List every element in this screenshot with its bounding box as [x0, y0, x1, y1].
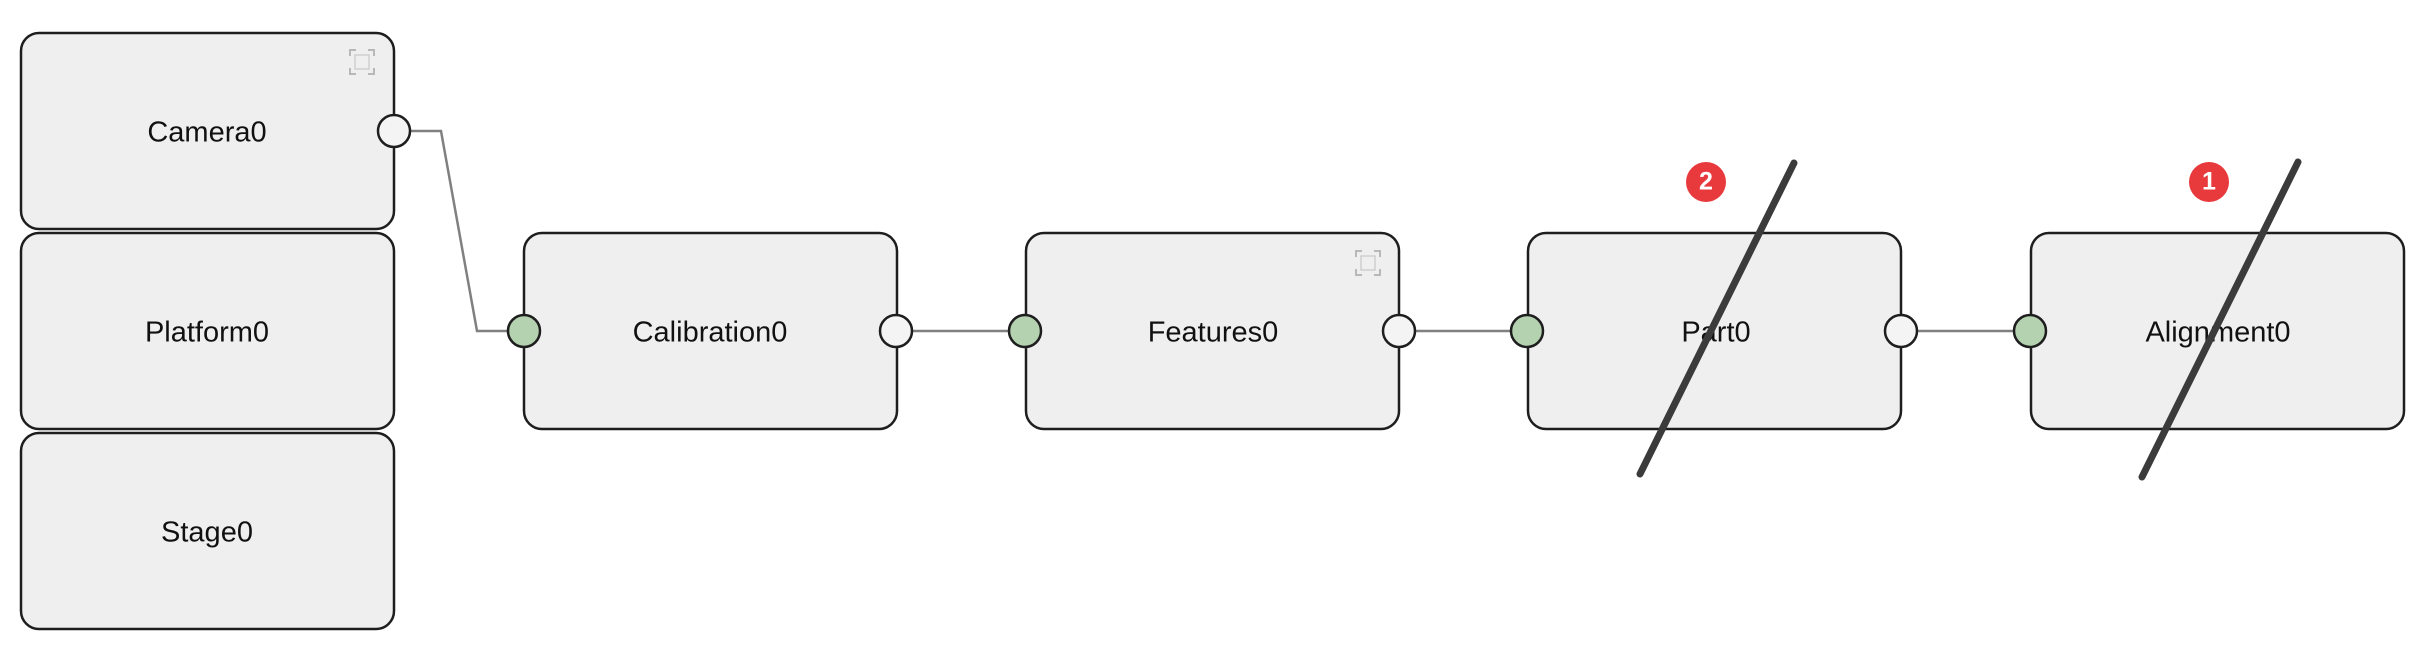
connector-camera-to-calibration: [394, 129, 524, 333]
node-platform[interactable]: Platform0: [19, 231, 396, 431]
disabled-strike-icon: [1636, 159, 1798, 478]
node-part[interactable]: Part0 2: [1509, 159, 1919, 478]
node-stage-body[interactable]: [19, 431, 396, 631]
node-part-input-port[interactable]: [1509, 313, 1545, 349]
node-features-output-port[interactable]: [1381, 313, 1417, 349]
disabled-strike-icon: [2138, 158, 2302, 481]
node-stage-label: Stage0: [161, 517, 253, 549]
badge-circle: [2189, 162, 2229, 202]
node-alignment-badge-count: 1: [2202, 168, 2216, 196]
node-part-badge: 2: [1686, 162, 1726, 202]
node-part-badge-count: 2: [1699, 168, 1713, 196]
node-features-label: Features0: [1148, 317, 1279, 349]
node-calibration-output-port[interactable]: [878, 313, 914, 349]
node-alignment-badge: 1: [2189, 162, 2229, 202]
node-alignment-input-port[interactable]: [2012, 313, 2048, 349]
frame-corners-icon[interactable]: [349, 49, 375, 75]
frame-corners-icon[interactable]: [1355, 250, 1381, 276]
node-calibration[interactable]: Calibration0: [506, 231, 914, 431]
node-features[interactable]: Features0: [1007, 231, 1417, 431]
node-camera-output-port[interactable]: [376, 113, 412, 149]
node-camera[interactable]: Camera0: [19, 31, 412, 231]
node-camera-label: Camera0: [147, 117, 266, 149]
node-alignment[interactable]: Alignment0 1: [2012, 158, 2406, 481]
node-calibration-input-port[interactable]: [506, 313, 542, 349]
node-features-input-port[interactable]: [1007, 313, 1043, 349]
node-calibration-label: Calibration0: [633, 317, 788, 349]
node-platform-body[interactable]: [19, 231, 396, 431]
badge-circle: [1686, 162, 1726, 202]
node-part-output-port[interactable]: [1883, 313, 1919, 349]
node-stage[interactable]: Stage0: [19, 431, 396, 631]
node-platform-label: Platform0: [145, 317, 269, 349]
